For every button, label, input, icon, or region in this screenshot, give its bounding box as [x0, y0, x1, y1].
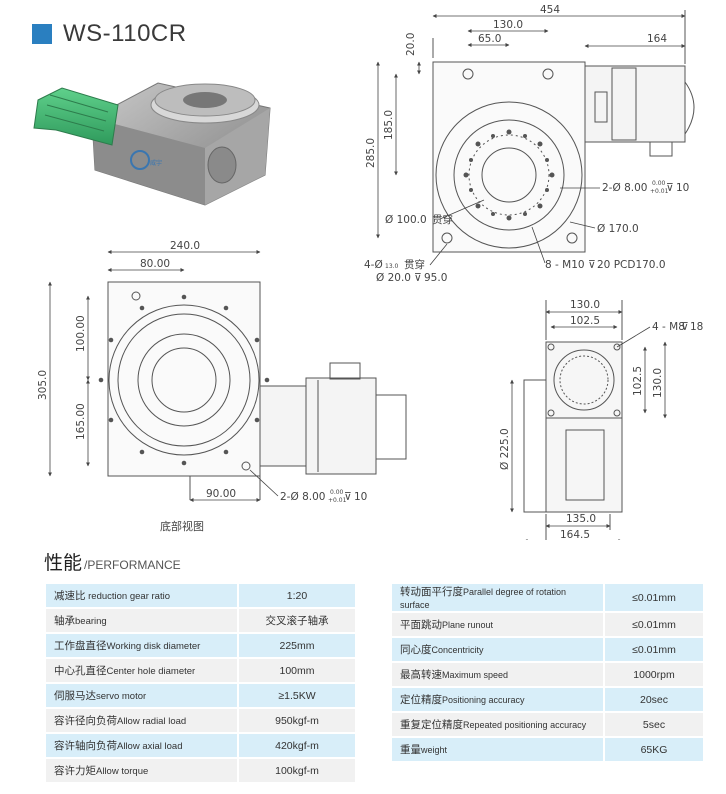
product-photo: 威宇 [33, 82, 271, 206]
svg-text:⊽: ⊽ [681, 321, 689, 333]
svg-text:95.0: 95.0 [424, 272, 447, 284]
svg-text:⊽: ⊽ [414, 272, 422, 284]
bottom-view [107, 281, 407, 500]
spec-row: 平面跳动Plane runout≤0.01mm [392, 613, 703, 636]
performance-title: 性能/PERFORMANCE [44, 553, 181, 574]
dim-185: 185.0 [383, 110, 395, 140]
technical-drawing: 威宇 454 130. [33, 4, 703, 540]
dim-135: 135.0 [566, 513, 596, 525]
dim-65: 65.0 [478, 33, 501, 45]
spec-row: 转动面平行度Parallel degree of rotation surfac… [392, 584, 703, 611]
svg-text:贯穿: 贯穿 [404, 258, 425, 271]
spec-row: 伺服马达servo motor≥1.5KW [46, 684, 355, 707]
svg-text:Ø 20.0: Ø 20.0 [376, 272, 411, 284]
dim-240: 240.0 [170, 240, 200, 252]
spec-row: 同心度Concentricity≤0.01mm [392, 638, 703, 661]
svg-text:⊽: ⊽ [666, 182, 674, 194]
model-title: WS-110CR [63, 20, 187, 47]
bottom-view-caption: 底部视图 [160, 521, 204, 533]
dim-130-side: 130.0 [570, 299, 600, 311]
svg-text:0.00: 0.00 [652, 180, 666, 187]
label-m10: 8 - M10 [545, 259, 585, 271]
dim-130-vert: 130.0 [652, 368, 664, 398]
title-accent-square [32, 24, 52, 44]
dim-285: 285.0 [365, 138, 377, 168]
svg-text:+0.01: +0.01 [328, 497, 347, 504]
svg-text:⊽: ⊽ [344, 491, 352, 503]
dim-165: 165.00 [75, 403, 87, 440]
hole-label-top: 2-Ø 8.00 [602, 182, 647, 194]
svg-text:18: 18 [690, 321, 703, 333]
dim-102-vert: 102.5 [632, 366, 644, 396]
dim-20: 20.0 [405, 33, 417, 56]
side-view [523, 300, 623, 540]
svg-text:10: 10 [354, 491, 367, 503]
dim-164-side: 164.5 [560, 529, 590, 540]
label-m8: 4 - M8 [652, 321, 685, 333]
dim-305: 305.0 [37, 370, 49, 400]
hole-label-bottom: 2-Ø 8.00 [280, 491, 325, 503]
svg-text:⊽: ⊽ [588, 259, 596, 271]
dim-164: 164 [647, 33, 667, 45]
svg-text:贯穿: 贯穿 [432, 213, 453, 226]
top-view-bolt-holes [463, 129, 555, 221]
bottom-view-bolt-holes [98, 294, 270, 466]
spec-table-right: 转动面平行度Parallel degree of rotation surfac… [392, 582, 703, 763]
dim-d170: Ø 170.0 [597, 223, 639, 235]
svg-text:20 PCD170.0: 20 PCD170.0 [597, 259, 666, 271]
svg-text:+0.01: +0.01 [650, 188, 669, 195]
dim-d100: Ø 100.0 [385, 214, 427, 226]
svg-text:0.00: 0.00 [330, 489, 344, 496]
dim-102-side: 102.5 [570, 315, 600, 327]
dim-d225: Ø 225.0 [499, 428, 511, 470]
dim-100: 100.00 [75, 315, 87, 352]
label-4-holes: 4-Ø [364, 259, 383, 271]
svg-text:10: 10 [676, 182, 689, 194]
dim-80: 80.00 [140, 258, 170, 270]
svg-text:威宇: 威宇 [150, 159, 162, 167]
dim-454: 454 [540, 4, 560, 16]
dim-90: 90.00 [206, 488, 236, 500]
dim-130-top: 130.0 [493, 19, 523, 31]
svg-text:13.0: 13.0 [385, 263, 399, 270]
green-motor-icon [33, 87, 119, 146]
